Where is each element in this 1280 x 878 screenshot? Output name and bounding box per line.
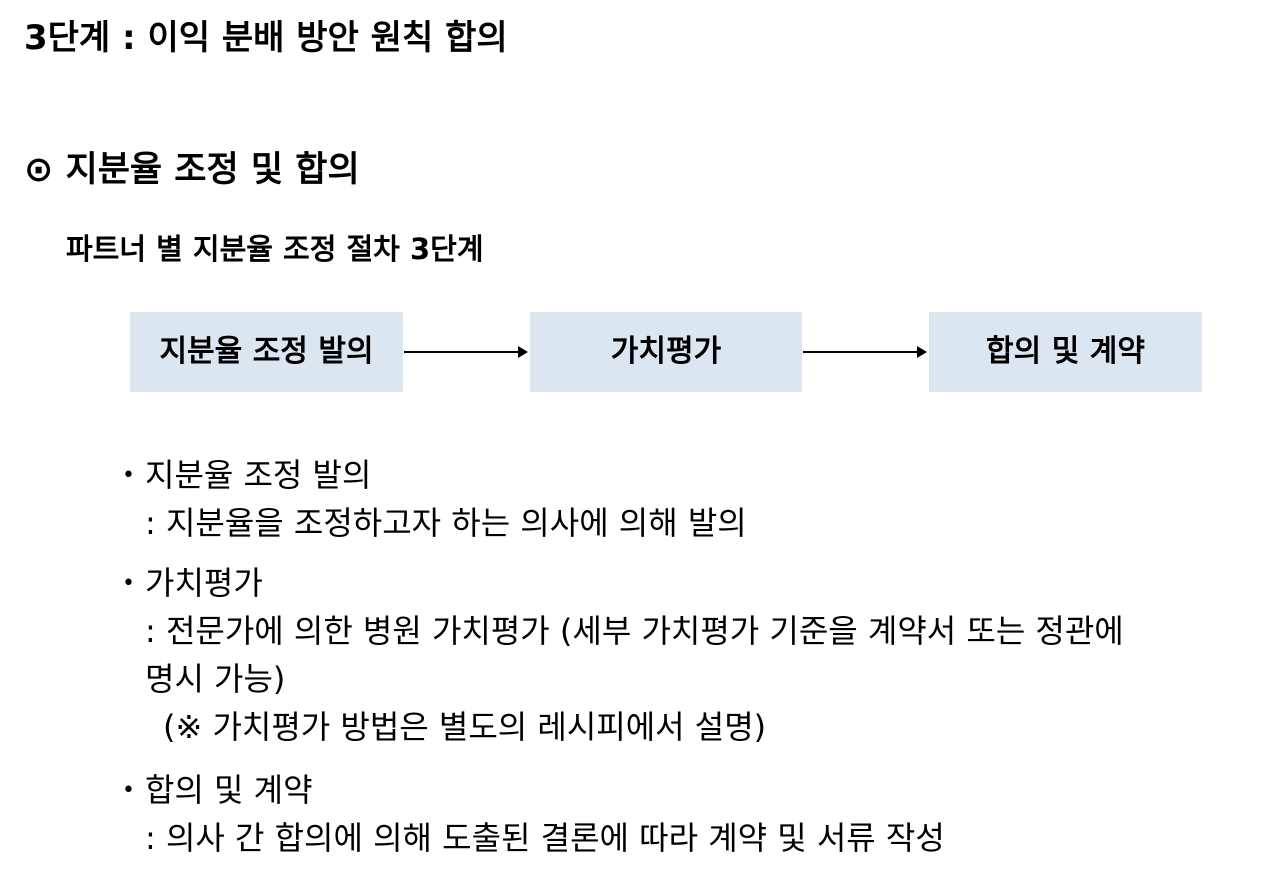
sub-heading: 파트너 별 지분율 조정 절차 3단계 — [66, 232, 484, 266]
flow-step-label: 지분율 조정 발의 — [159, 334, 374, 369]
bullet-marker: • — [122, 463, 135, 488]
bullet-title-proposal: 지분율 조정 발의 — [145, 456, 372, 494]
flow-step-label: 합의 및 계약 — [986, 334, 1145, 369]
flow-step-valuation: 가치평가 — [530, 312, 802, 392]
flow-arrow — [803, 346, 927, 358]
bullet-detail: : 의사 간 합의에 의해 도출된 결론에 따라 계약 및 서류 작성 — [145, 819, 945, 857]
flow-step-agreement: 합의 및 계약 — [929, 312, 1202, 392]
bullet-title-agreement: 합의 및 계약 — [145, 771, 313, 809]
bullet-detail: : 지분율을 조정하고자 하는 의사에 의해 발의 — [145, 504, 747, 542]
bullet-title-valuation: 가치평가 — [145, 564, 263, 602]
bullet-detail: 명시 가능) — [145, 660, 286, 698]
section-heading: ⊙ 지분율 조정 및 합의 — [24, 150, 360, 190]
bullet-marker: • — [122, 778, 135, 803]
flow-step-label: 가치평가 — [610, 334, 722, 369]
bullet-note: (※ 가치평가 방법은 별도의 레시피에서 설명) — [163, 708, 767, 746]
bullet-detail: : 전문가에 의한 병원 가치평가 (세부 가치평가 기준을 계약서 또는 정관… — [145, 612, 1124, 650]
page-title: 3단계 : 이익 분배 방안 원칙 합의 — [24, 18, 508, 58]
flow-step-proposal: 지분율 조정 발의 — [130, 312, 403, 392]
bullet-marker: • — [122, 571, 135, 596]
flow-arrow — [404, 346, 528, 358]
